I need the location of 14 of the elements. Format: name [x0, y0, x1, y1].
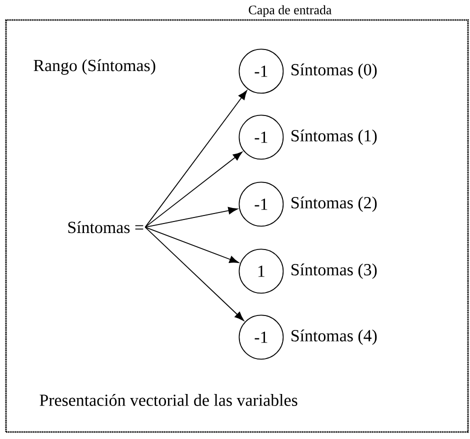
- arrow: [144, 152, 242, 228]
- node-caption: Síntomas (0): [292, 64, 377, 79]
- range-label: Rango (Síntomas): [34, 59, 156, 75]
- arrow: [144, 207, 238, 228]
- node-caption: Síntomas (1): [292, 130, 377, 145]
- caption-text: Presentación vectorial de las variables: [40, 394, 298, 406]
- node-caption: Síntomas (3): [292, 264, 377, 279]
- arrow: [144, 226, 244, 321]
- node-caption: Síntomas (4): [292, 330, 377, 345]
- arrow: [144, 90, 248, 228]
- node-caption: Síntomas (2): [292, 196, 377, 212]
- arrow: [144, 226, 239, 263]
- node-label: Capa de entrada: [248, 5, 332, 17]
- variable-label: Síntomas =: [68, 221, 144, 234]
